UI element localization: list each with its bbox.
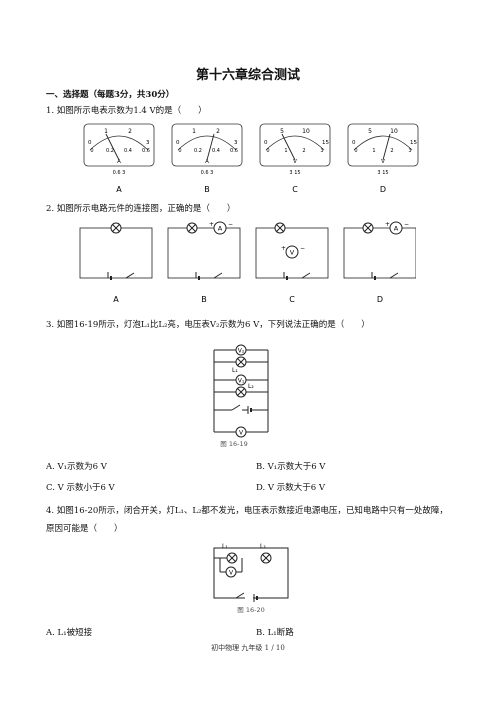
circuit-option-label: B xyxy=(201,295,207,304)
svg-text:0: 0 xyxy=(354,148,357,154)
circuit-option-label: C xyxy=(289,295,295,304)
q3-option-c: C. V 示数小于6 V xyxy=(46,483,115,493)
meter-option-d: 0 15 5 10 0 1 2 3V 3 15 D xyxy=(347,123,419,194)
svg-text:0: 0 xyxy=(352,140,356,146)
svg-text:3: 3 xyxy=(234,140,238,146)
svg-text:0: 0 xyxy=(176,140,180,146)
v-symbol: V xyxy=(239,430,244,437)
q4-v-symbol: V xyxy=(229,570,234,577)
circuit-option-c: V + − C xyxy=(255,222,329,304)
svg-text:0.2: 0.2 xyxy=(194,148,202,154)
svg-text:2: 2 xyxy=(390,148,393,154)
svg-text:5: 5 xyxy=(280,128,284,135)
svg-text:10: 10 xyxy=(302,128,310,135)
v2-symbol: V₂ xyxy=(238,348,245,355)
q4-option-a: A. L₁被短接 xyxy=(46,628,93,638)
svg-text:10: 10 xyxy=(390,128,398,135)
svg-text:0.4: 0.4 xyxy=(124,148,132,154)
svg-text:15: 15 xyxy=(410,140,417,146)
figure-16-20-caption: 图 16-20 xyxy=(237,606,264,614)
q4-circuit-figure: L₁ L₂ V 图 16-20 xyxy=(213,543,289,614)
svg-text:A: A xyxy=(218,225,223,233)
q4-option-b: B. L₁断路 xyxy=(256,628,294,638)
l2-label: L₂ xyxy=(248,383,254,390)
svg-text:0.2: 0.2 xyxy=(106,148,114,154)
question-3-text: 3. 如图16-19所示，灯泡L₁比L₂亮，电压表V₂示数为6 V，下列说法正确… xyxy=(46,320,370,330)
svg-text:0.6: 0.6 xyxy=(142,148,150,154)
svg-text:1: 1 xyxy=(192,128,196,135)
section-heading: 一、选择题（每题3分，共30分） xyxy=(46,90,175,100)
q4-l1-label: L₁ xyxy=(222,543,228,550)
svg-text:3 15: 3 15 xyxy=(377,170,388,176)
meter-option-c: 0 15 5 10 0 1 2 3V 3 15 C xyxy=(259,123,331,194)
voltmeter-v2-icon xyxy=(235,344,247,356)
svg-text:0.6 3: 0.6 3 xyxy=(113,170,126,176)
q1-meters-figure: 0 3 1 2 0 0.2 0.4 0.6A 0.6 3 A 0 3 1 2 0 0.2 0.4 0.6A 0.6 … xyxy=(83,123,419,194)
svg-text:2: 2 xyxy=(216,128,220,135)
q3-option-d: D. V 示数大于6 V xyxy=(256,483,326,493)
svg-text:3: 3 xyxy=(408,148,411,154)
svg-text:0: 0 xyxy=(264,140,268,146)
meter-option-b: 0 3 1 2 0 0.2 0.4 0.6A 0.6 3 B xyxy=(171,123,243,194)
svg-text:+: + xyxy=(209,221,214,228)
voltmeter-v-icon xyxy=(235,426,247,438)
svg-text:15: 15 xyxy=(322,140,329,146)
svg-text:2: 2 xyxy=(128,128,132,135)
question-1-text: 1. 如图所示电表示数为1.4 V的是（ ） xyxy=(46,106,207,116)
svg-text:0: 0 xyxy=(178,148,181,154)
svg-text:0: 0 xyxy=(90,148,93,154)
figure-16-19-caption: 图 16-19 xyxy=(220,440,247,448)
svg-text:3: 3 xyxy=(320,148,323,154)
svg-text:A: A xyxy=(394,225,399,233)
meter-option-label: A xyxy=(116,185,122,194)
circuit-option-d: A + − D xyxy=(343,221,416,304)
svg-text:V: V xyxy=(293,159,297,165)
svg-text:0.6: 0.6 xyxy=(230,148,238,154)
svg-text:3: 3 xyxy=(146,140,150,146)
svg-text:0.6 3: 0.6 3 xyxy=(201,170,214,176)
v1-symbol: V₁ xyxy=(238,378,245,385)
q3-option-a: A. V₁示数为6 V xyxy=(46,462,107,472)
svg-text:0: 0 xyxy=(88,140,92,146)
voltmeter-icon xyxy=(225,566,237,578)
q4-l2-label: L₂ xyxy=(260,543,266,550)
svg-text:V: V xyxy=(290,249,295,257)
question-2-text: 2. 如图所示电路元件的连接图，正确的是（ ） xyxy=(46,204,236,214)
question-4-line-1: 4. 如图16-20所示，闭合开关，灯L₁、L₂都不发光，电压表示数接近电源电压… xyxy=(46,506,448,516)
q3-option-b: B. V₁示数大于6 V xyxy=(256,462,326,472)
circuit-option-label: D xyxy=(377,295,383,304)
svg-text:−: − xyxy=(404,221,409,228)
svg-text:A: A xyxy=(117,159,121,165)
svg-text:1: 1 xyxy=(372,148,375,154)
svg-text:5: 5 xyxy=(368,128,372,135)
svg-text:+: + xyxy=(385,221,390,228)
svg-text:0.4: 0.4 xyxy=(212,148,220,154)
circuit-option-label: A xyxy=(113,295,119,304)
svg-text:1: 1 xyxy=(104,128,108,135)
meter-option-label: D xyxy=(380,185,386,194)
q2-circuits-figure: A A + − B V + − C A + − D xyxy=(79,221,416,304)
meter-option-label: C xyxy=(292,185,298,194)
page-footer: 初中物理 九年级 1 / 10 xyxy=(211,644,285,652)
page-title: 第十六章综合测试 xyxy=(195,68,300,83)
svg-text:3 15: 3 15 xyxy=(289,170,300,176)
svg-text:2: 2 xyxy=(302,148,305,154)
question-4-line-2: 原因可能是（ ） xyxy=(46,524,123,534)
circuit-option-a: A xyxy=(79,222,153,304)
svg-text:A: A xyxy=(205,159,209,165)
meter-option-label: B xyxy=(204,185,210,194)
svg-text:V: V xyxy=(381,159,385,165)
meter-option-a: 0 3 1 2 0 0.2 0.4 0.6A 0.6 3 A xyxy=(83,123,155,194)
svg-text:0: 0 xyxy=(266,148,269,154)
svg-text:1: 1 xyxy=(284,148,287,154)
svg-text:+: + xyxy=(281,245,286,252)
l1-label: L₁ xyxy=(232,367,238,374)
voltmeter-v1-icon xyxy=(235,374,247,386)
svg-text:−: − xyxy=(228,221,233,228)
q3-circuit-figure: V₂ L₁ V₁ L₂ V 图 16-19 xyxy=(213,344,269,448)
circuit-option-b: A + − B xyxy=(167,221,241,304)
svg-text:−: − xyxy=(300,245,305,252)
